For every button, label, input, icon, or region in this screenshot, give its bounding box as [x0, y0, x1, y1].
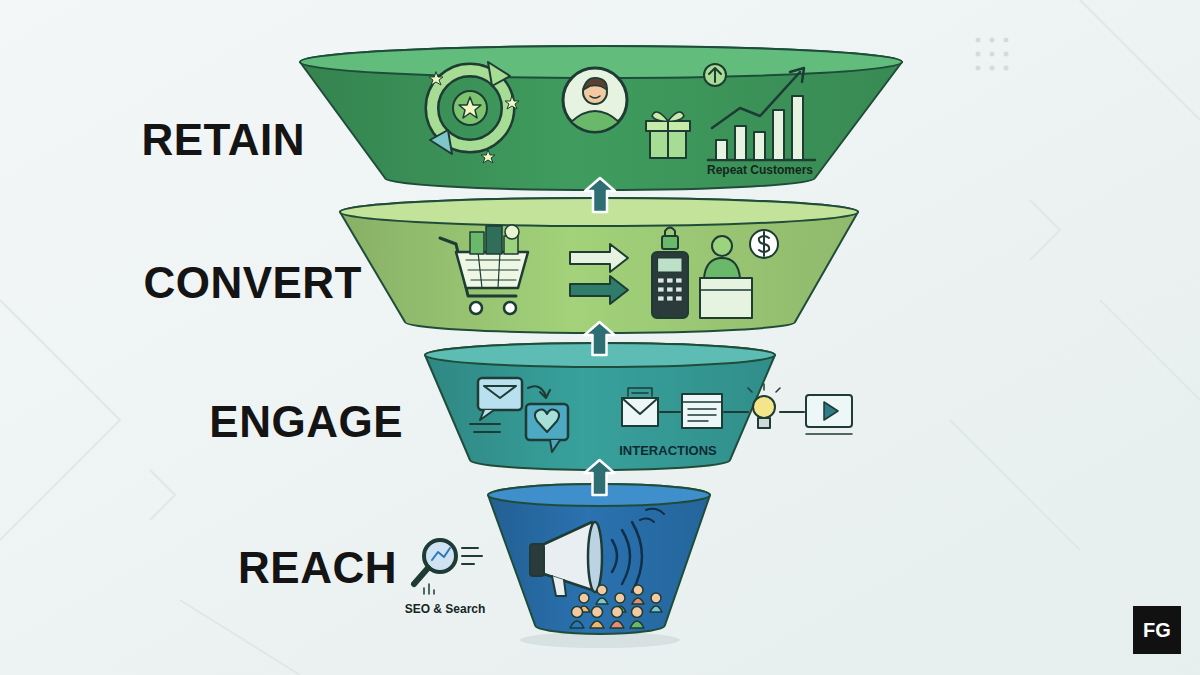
band-rim [340, 198, 858, 226]
band-caption: Repeat Customers [707, 164, 813, 177]
band-shape [340, 212, 858, 322]
band-shape [300, 62, 902, 178]
stage-heading: RETAIN [141, 116, 305, 164]
stage-heading: ENGAGE [209, 398, 403, 446]
band-body [425, 343, 775, 470]
band-rim [488, 484, 710, 506]
band-rim [425, 343, 775, 367]
stage-heading: CONVERT [143, 259, 362, 307]
icon-caption: SEO & Search [405, 603, 486, 616]
band-shape [425, 355, 775, 460]
band-caption: INTERACTIONS [619, 444, 717, 458]
funnel-band: ENGAGEINTERACTIONS [425, 355, 775, 460]
stage-heading: REACH [238, 544, 397, 592]
funnel-band: REACHSEO & Search [488, 495, 710, 625]
band-rim [300, 46, 902, 78]
band-body [488, 484, 710, 634]
funnel-band: CONVERT [340, 212, 858, 322]
band-body [300, 46, 902, 190]
band-body [340, 198, 858, 333]
logo-square [1133, 606, 1181, 654]
funnel-band: RETAINRepeat Customers [300, 62, 902, 178]
logo-mark: FG [1143, 619, 1171, 641]
band-shape [488, 495, 710, 625]
